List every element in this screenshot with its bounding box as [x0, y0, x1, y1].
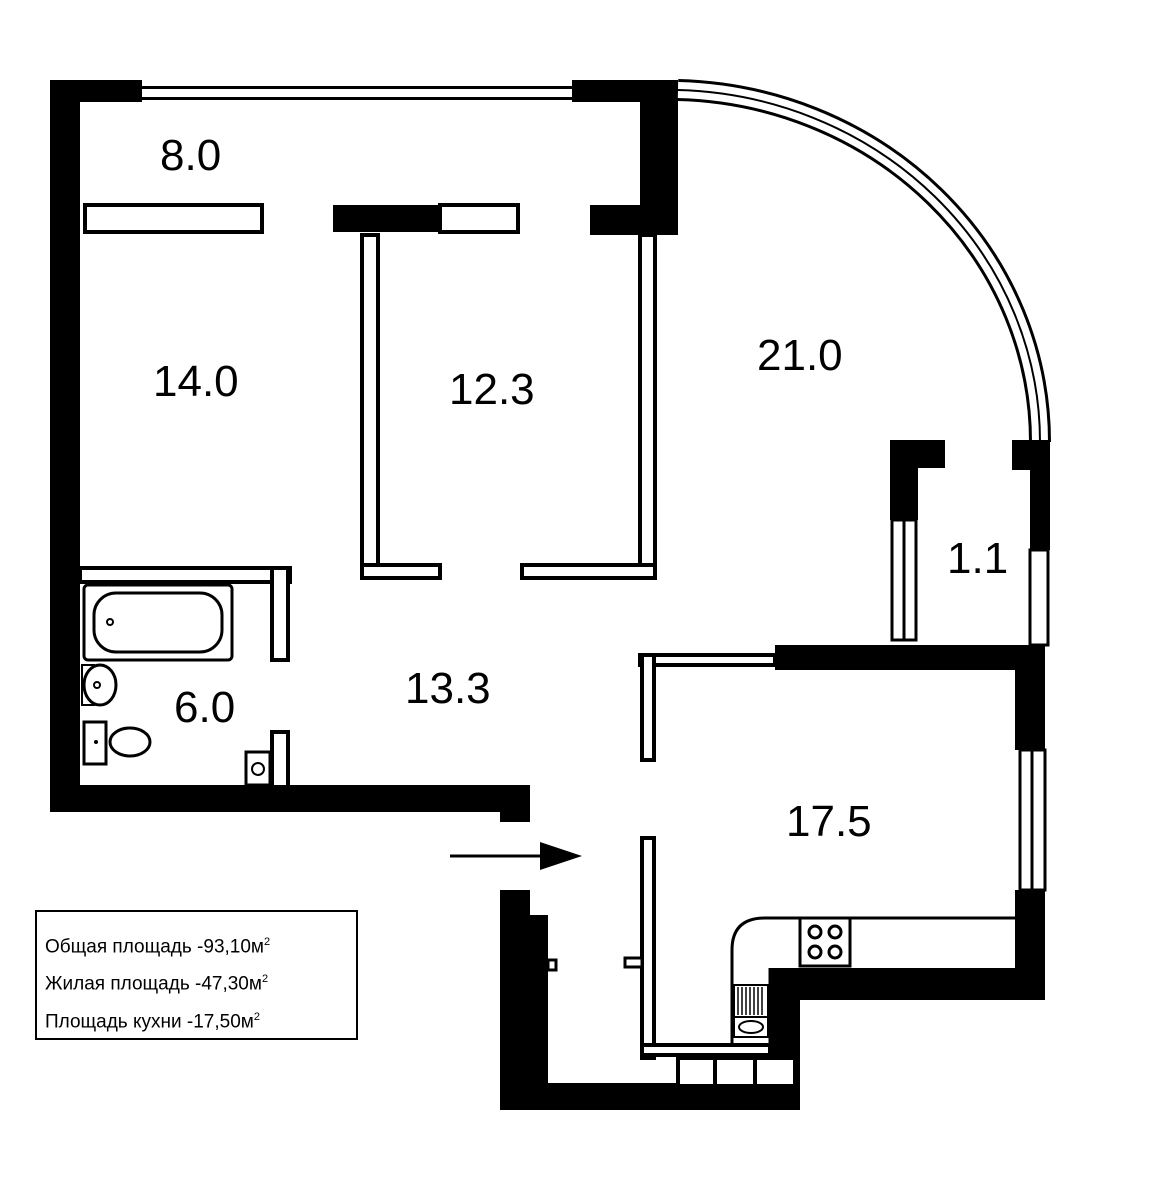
- room-area-closet: 1.1: [947, 534, 1008, 583]
- legend-total-sup: 2: [263, 936, 271, 948]
- walls: [50, 79, 1051, 1110]
- legend-living-sup: 2: [261, 973, 269, 986]
- legend-living-area: Жилая площадь -47,30м2: [45, 963, 356, 1000]
- legend-kitchen-text: Площадь кухни -17,50м: [45, 1010, 254, 1032]
- legend-living-text: Жилая площадь -47,30м: [45, 973, 262, 995]
- washbasin-icon: [81, 663, 118, 707]
- room-area-bathroom: 6.0: [174, 683, 235, 732]
- room-area-living-room: 21.0: [757, 331, 843, 380]
- legend-total-area: Общая площадь -93,10м2: [45, 926, 356, 963]
- kitchen-counter: [730, 916, 1015, 1045]
- shaft-icon: [244, 750, 272, 787]
- bathtub-icon: [82, 583, 234, 662]
- stove-icon: [798, 916, 852, 968]
- legend-kitchen-area: Площадь кухни -17,50м2: [45, 1001, 356, 1038]
- entrance-arrow-icon: [450, 842, 582, 870]
- legend-total-text: Общая площадь -93,10м: [45, 936, 264, 958]
- kitchen-sink-icon: [733, 984, 769, 1038]
- room-area-bedroom-2: 12.3: [449, 365, 535, 414]
- room-area-bedroom-1: 14.0: [153, 357, 239, 406]
- room-area-kitchen: 17.5: [786, 797, 872, 846]
- room-area-hallway: 13.3: [405, 664, 491, 713]
- legend-kitchen-sup: 2: [253, 1010, 260, 1023]
- room-area-balcony: 8.0: [160, 131, 221, 180]
- area-legend: Общая площадь -93,10м2 Жилая площадь -47…: [35, 910, 358, 1040]
- toilet-icon: [82, 720, 152, 766]
